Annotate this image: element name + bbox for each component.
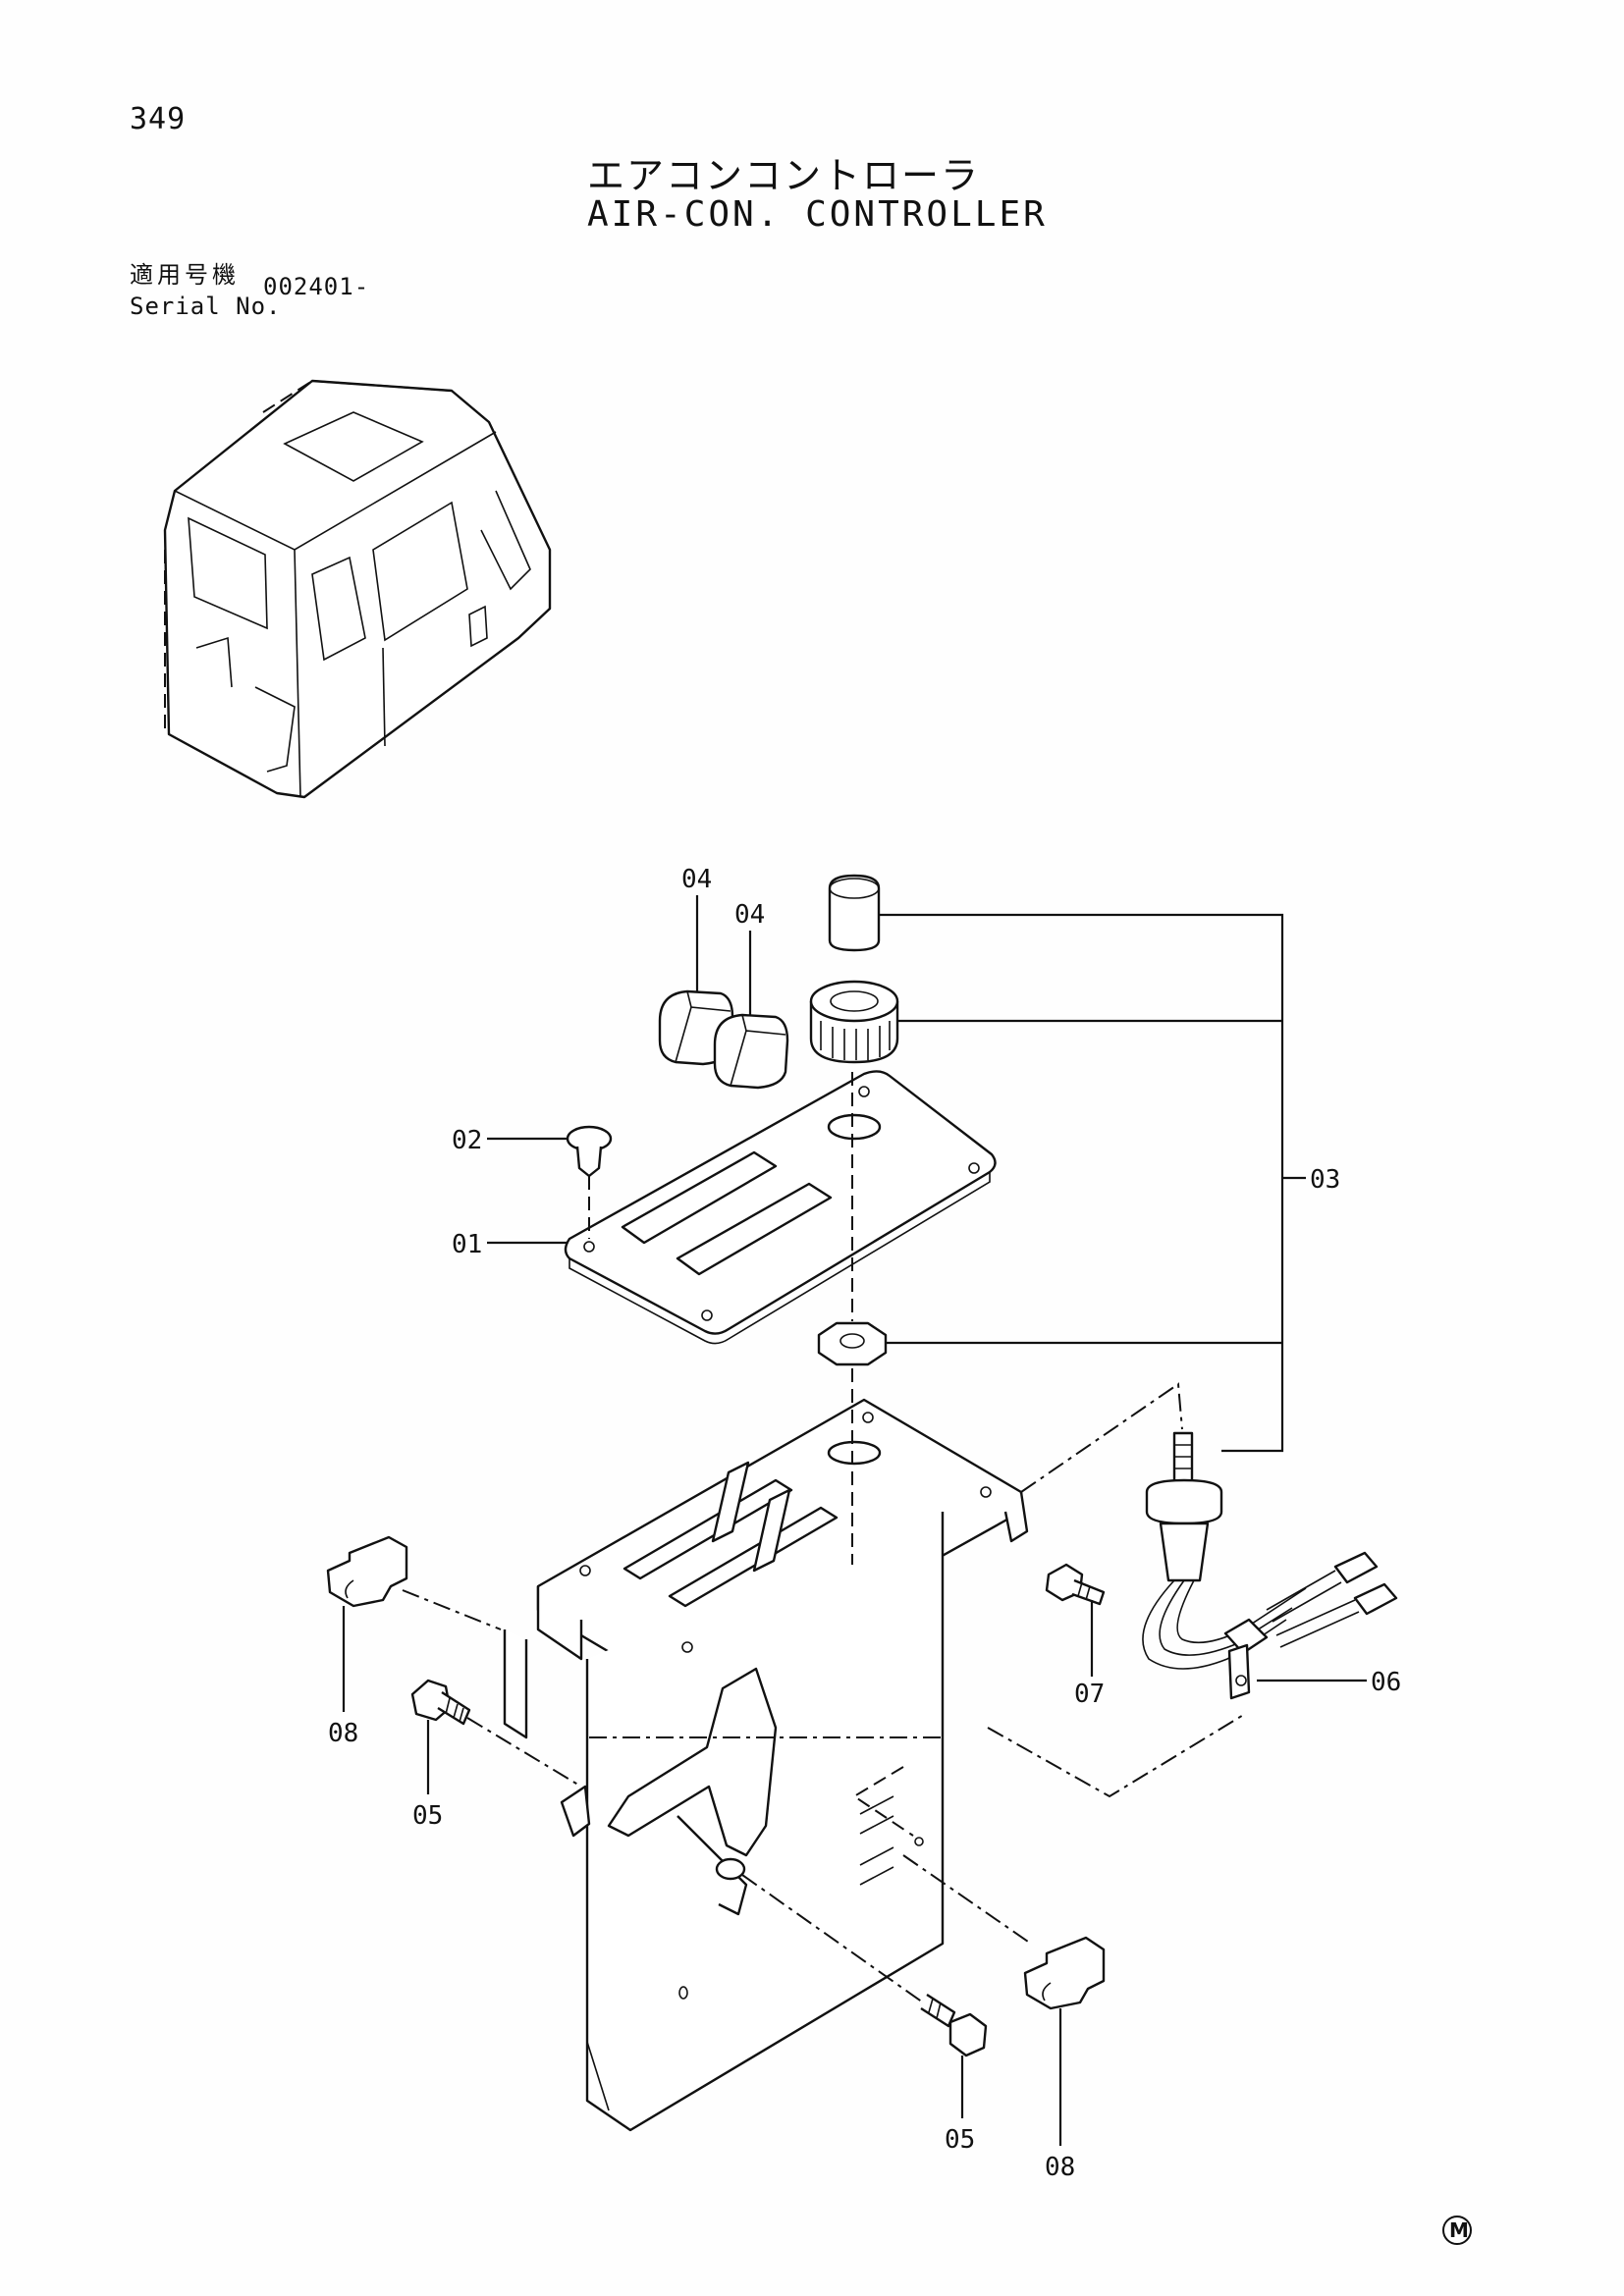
callout-01: 01 xyxy=(452,1230,482,1259)
clip-fastener xyxy=(566,1125,613,1178)
callout-03: 03 xyxy=(1310,1165,1340,1195)
callout-labels: 04 04 02 01 03 06 07 08 05 05 08 xyxy=(328,865,1401,2182)
bolt-upper xyxy=(410,1679,471,1726)
potentiometer-harness xyxy=(1142,1431,1398,1700)
callout-06: 06 xyxy=(1371,1668,1401,1697)
circled-m-mark: M xyxy=(1442,2216,1472,2245)
title-english: AIR-CON. CONTROLLER xyxy=(587,194,1048,235)
cable-clip-left xyxy=(326,1535,408,1608)
callout-08-left: 08 xyxy=(328,1719,358,1748)
control-knob-right xyxy=(713,1013,789,1090)
callout-02: 02 xyxy=(452,1126,482,1155)
knob-ring xyxy=(809,980,899,1064)
callout-05-upper: 05 xyxy=(412,1801,443,1831)
serial-label-english: Serial No. xyxy=(130,293,282,320)
cab-locator-illustration xyxy=(163,379,552,799)
hex-nut xyxy=(817,1321,888,1366)
callout-08-right: 08 xyxy=(1045,2153,1075,2182)
cable-clip-right xyxy=(1023,1936,1106,2010)
bolt-lower xyxy=(920,1993,988,2057)
panel-plate xyxy=(564,1070,997,1345)
serial-number-value: 002401- xyxy=(263,273,370,300)
page-number: 349 xyxy=(130,102,187,136)
callout-07: 07 xyxy=(1074,1680,1105,1709)
callout-04-right: 04 xyxy=(734,900,765,930)
assembly-center-lines xyxy=(402,1072,1246,2003)
knob-cap xyxy=(828,874,881,952)
bolt-small xyxy=(1045,1563,1106,1606)
callout-04-left: 04 xyxy=(681,865,712,894)
serial-label-japanese: 適用号機 xyxy=(130,261,240,289)
callout-05-lower: 05 xyxy=(945,2125,975,2155)
controller-bracket xyxy=(503,1398,1029,2132)
title-japanese: エアコンコントローラ xyxy=(587,154,981,197)
leader-lines xyxy=(342,895,1367,2146)
svg-text:M: M xyxy=(1449,2218,1469,2242)
